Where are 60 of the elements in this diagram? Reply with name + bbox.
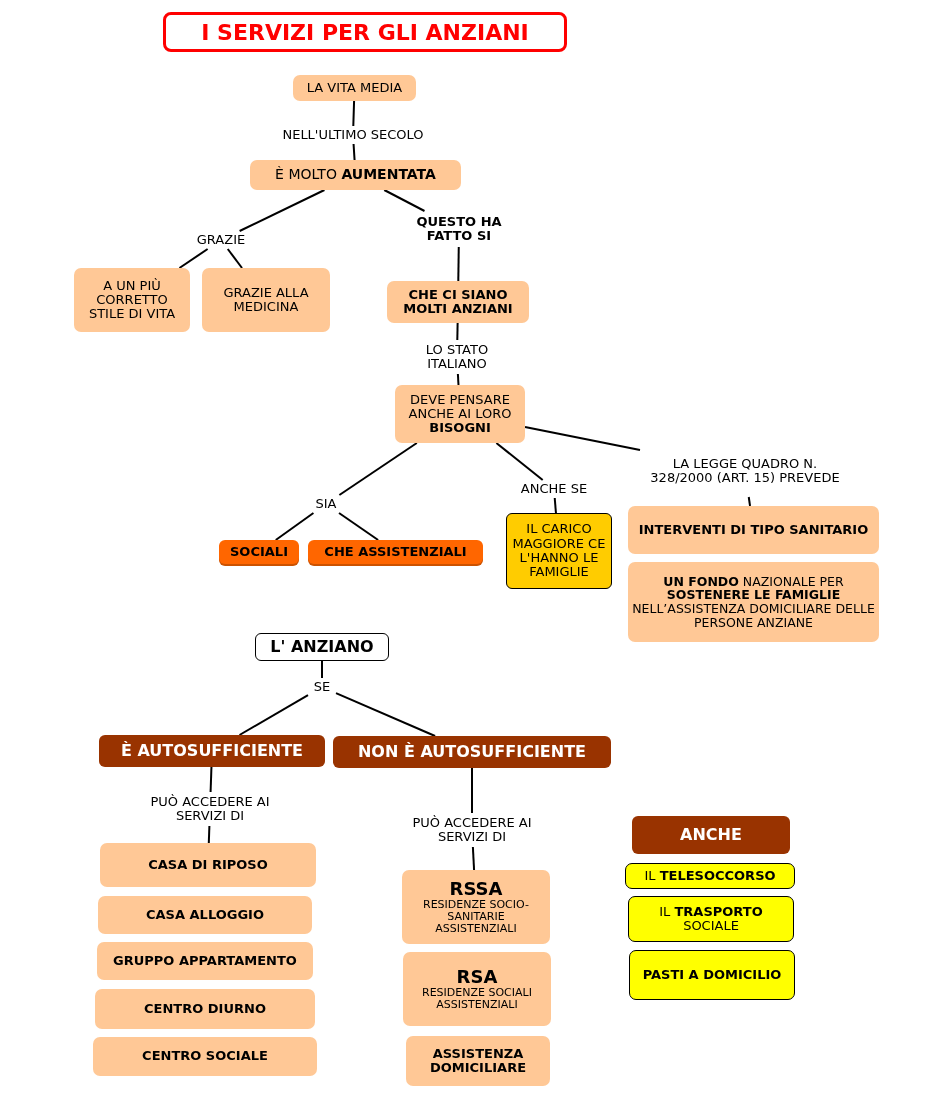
linking-phrase: LA LEGGE QUADRO N. 328/2000 (ART. 15) PREVEDE bbox=[640, 445, 850, 497]
linking-phrase: QUESTO HA FATTO SI bbox=[396, 211, 522, 247]
connector-line bbox=[747, 496, 752, 507]
connector-line bbox=[352, 143, 356, 161]
connector-line bbox=[238, 694, 309, 736]
concept-box: DEVE PENSARE ANCHE AI LORO BISOGNI bbox=[395, 385, 525, 443]
linking-phrase: GRAZIE bbox=[190, 231, 252, 249]
connector-line bbox=[207, 825, 211, 844]
linking-phrase: SIA bbox=[308, 495, 344, 513]
connector-line bbox=[238, 189, 326, 232]
connector-line bbox=[338, 512, 380, 541]
connector-line bbox=[335, 692, 437, 737]
connector-line bbox=[209, 766, 213, 793]
concept-box: È AUTOSUFFICIENTE bbox=[99, 735, 325, 767]
linking-phrase: NELL'ULTIMO SECOLO bbox=[262, 126, 444, 144]
linking-phrase: ANCHE SE bbox=[508, 480, 600, 498]
concept-box: RSSA RESIDENZE SOCIO-SANITARIE ASSISTENZIALI bbox=[402, 870, 550, 944]
concept-box: RSA RESIDENZE SOCIALI ASSISTENZIALI bbox=[403, 952, 551, 1026]
connector-line bbox=[456, 373, 460, 386]
concept-box: CENTRO DIURNO bbox=[95, 989, 315, 1029]
linking-phrase: PUÒ ACCEDERE AI SERVIZI DI bbox=[402, 813, 542, 847]
concept-box: GRUPPO APPARTAMENTO bbox=[97, 942, 313, 980]
concept-box: INTERVENTI DI TIPO SANITARIO bbox=[628, 506, 879, 554]
linking-phrase: LO STATO ITALIANO bbox=[412, 340, 502, 374]
connector-line bbox=[321, 660, 323, 679]
concept-box: NON È AUTOSUFFICIENTE bbox=[333, 736, 611, 768]
concept-box: CHE CI SIANO MOLTI ANZIANI bbox=[387, 281, 529, 323]
connector-line bbox=[471, 846, 476, 871]
concept-box: È MOLTO AUMENTATA bbox=[250, 160, 461, 190]
connector-line bbox=[456, 322, 459, 341]
concept-box: ASSISTENZA DOMICILIARE bbox=[406, 1036, 550, 1086]
concept-box: CHE ASSISTENZIALI bbox=[308, 540, 483, 564]
connector-line bbox=[524, 426, 641, 451]
concept-box: A UN PIÙ CORRETTO STILE DI VITA bbox=[74, 268, 190, 332]
concept-box: IL TELESOCCORSO bbox=[625, 863, 795, 889]
connector-line bbox=[383, 189, 426, 212]
connector-line bbox=[226, 248, 243, 269]
connector-line bbox=[457, 246, 460, 282]
concept-box: IL TRASPORTO SOCIALE bbox=[628, 896, 794, 942]
connector-line bbox=[495, 442, 544, 481]
connector-line bbox=[274, 512, 315, 541]
concept-box: L' ANZIANO bbox=[255, 633, 389, 661]
concept-box: CASA ALLOGGIO bbox=[98, 896, 312, 934]
title: I SERVIZI PER GLI ANZIANI bbox=[163, 12, 567, 52]
concept-box: GRAZIE ALLA MEDICINA bbox=[202, 268, 330, 332]
concept-box: CENTRO SOCIALE bbox=[93, 1037, 317, 1076]
connector-line bbox=[178, 248, 209, 269]
concept-box: ANCHE bbox=[632, 816, 790, 854]
concept-box: IL CARICO MAGGIORE CE L'HANNO LE FAMIGLIE bbox=[506, 513, 612, 589]
linking-phrase: PUÒ ACCEDERE AI SERVIZI DI bbox=[140, 792, 280, 826]
linking-phrase: SE bbox=[308, 678, 336, 696]
concept-box: SOCIALI bbox=[219, 540, 299, 564]
concept-box: LA VITA MEDIA bbox=[293, 75, 416, 101]
connector-line bbox=[338, 442, 418, 496]
concept-box: CASA DI RIPOSO bbox=[100, 843, 316, 887]
connector-line bbox=[471, 767, 473, 814]
concept-box: UN FONDO NAZIONALE PER SOSTENERE LE FAMIGLIE NELL’ASSISTENZA DOMICILIARE DELLE PERSONE ANZIANE bbox=[628, 562, 879, 642]
connector-line bbox=[553, 497, 557, 514]
concept-box: PASTI A DOMICILIO bbox=[629, 950, 795, 1000]
connector-line bbox=[352, 100, 356, 127]
